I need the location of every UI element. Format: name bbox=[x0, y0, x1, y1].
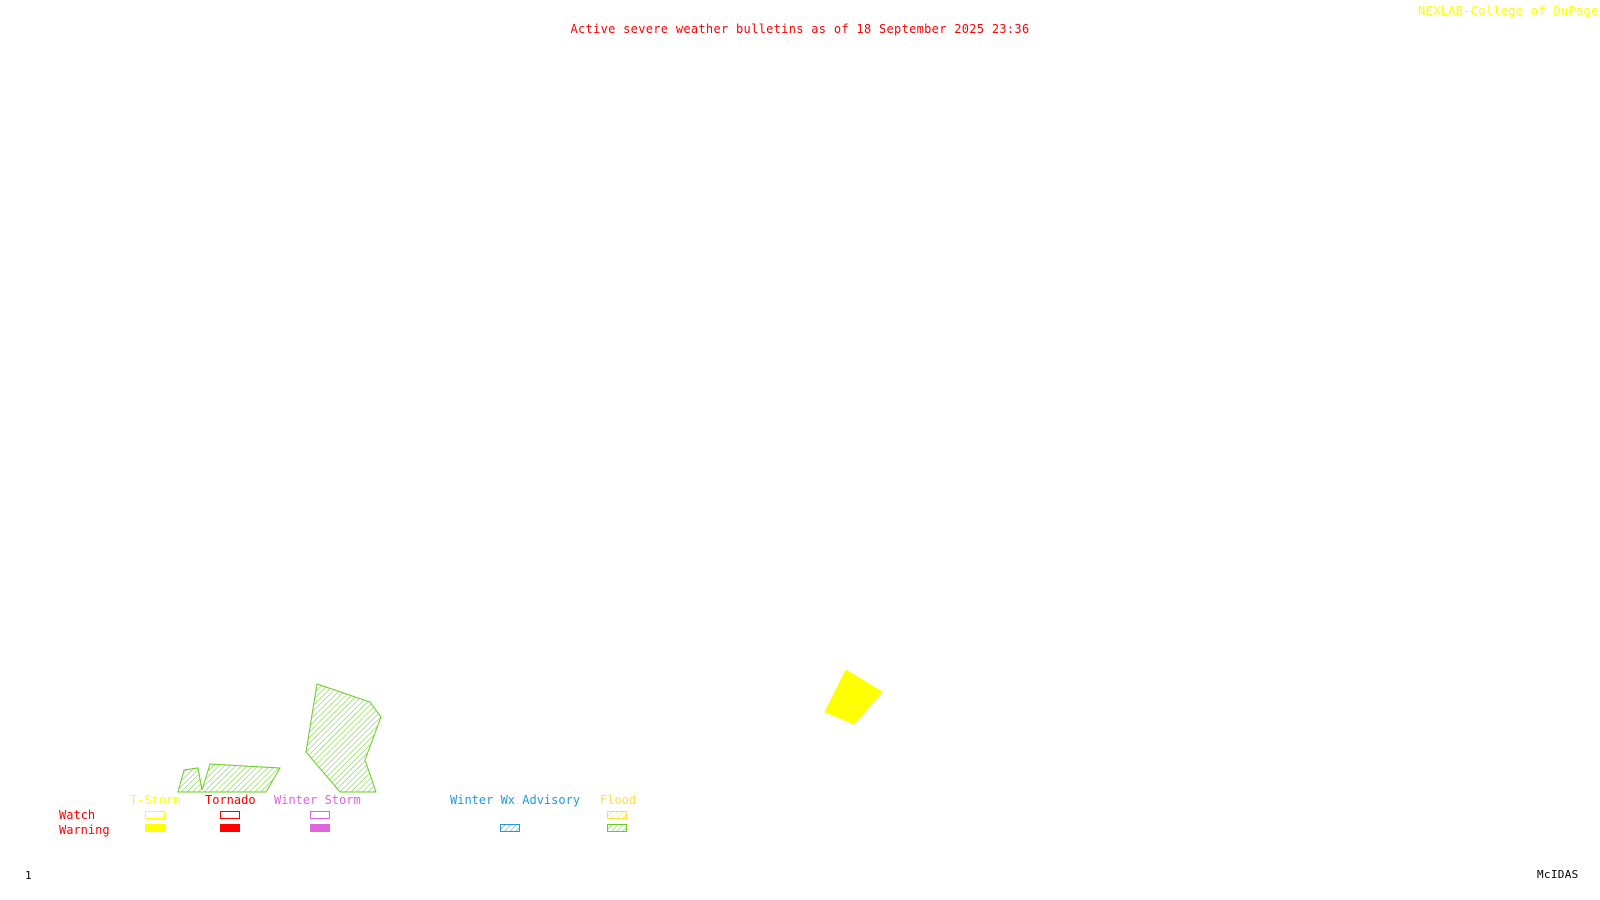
legend-winter-storm-warning-swatch bbox=[310, 824, 330, 832]
tstorm-warning-polygon bbox=[824, 669, 883, 725]
legend-warning-row-label: Warning bbox=[59, 823, 110, 837]
legend-winter-storm-label: Winter Storm bbox=[274, 793, 361, 807]
flood-warning-polygon bbox=[177, 763, 281, 793]
legend-tornado-watch-swatch bbox=[220, 811, 240, 819]
legend-tornado-warning-swatch bbox=[220, 824, 240, 832]
legend-watch-row-label: Watch bbox=[59, 808, 96, 822]
legend-tstorm-watch-swatch bbox=[145, 811, 165, 819]
legend-flood-warning-swatch bbox=[607, 824, 627, 832]
legend-winter-wx-advisory-swatch bbox=[500, 824, 520, 832]
source-credit: NEXLAB-College of DuPage R bbox=[1418, 4, 1600, 18]
bulletin-title: Active severe weather bulletins as of 18… bbox=[570, 22, 1030, 36]
frame-number: 1 bbox=[25, 869, 32, 882]
legend-flood-label: Flood bbox=[600, 793, 637, 807]
legend-winter-storm-watch-swatch bbox=[310, 811, 330, 819]
legend-tornado-label: Tornado bbox=[205, 793, 256, 807]
legend-tstorm-label: T-Storm bbox=[130, 793, 181, 807]
legend-tstorm-warning-swatch bbox=[145, 824, 165, 832]
software-label: McIDAS bbox=[1537, 868, 1579, 881]
flood-warning-polygon bbox=[305, 683, 382, 793]
legend-flood-watch-swatch bbox=[607, 811, 627, 819]
legend-winter-wx-advisory-label: Winter Wx Advisory bbox=[450, 793, 581, 807]
